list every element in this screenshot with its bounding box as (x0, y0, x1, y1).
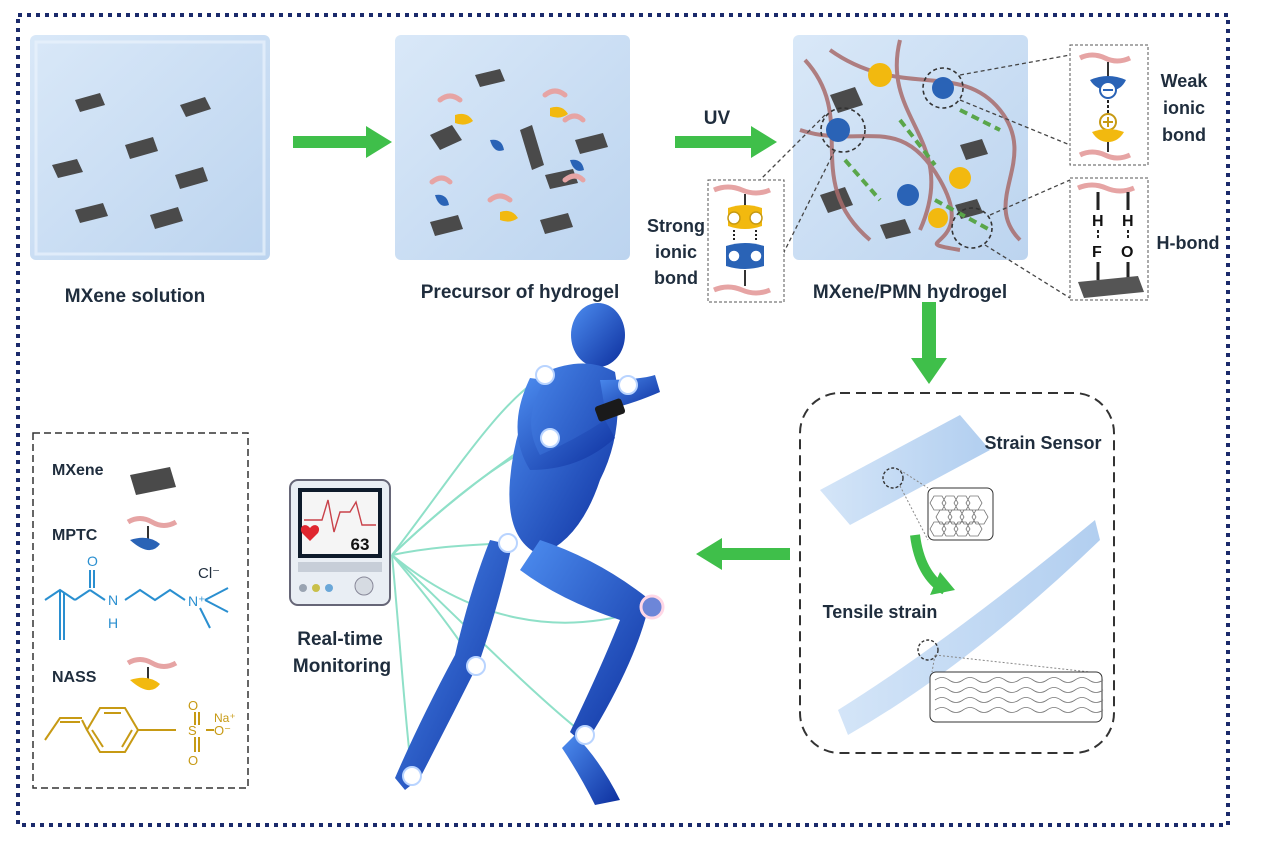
mptc-atom-o: O (87, 553, 98, 569)
nass-atom-o-minus: O⁻ (214, 723, 231, 738)
hydrogel-network-panel (793, 35, 1028, 260)
weak-ionic-line1: Weak (1161, 71, 1209, 91)
heart-rate-readout: 63 (351, 535, 370, 554)
tensile-strain-label: Tensile strain (823, 602, 938, 622)
down-arrow (911, 302, 947, 384)
h-bond-inset (1069, 177, 1149, 301)
legend-mptc-label: MPTC (52, 527, 98, 544)
mptc-atom-n-plus: N⁺ (188, 593, 206, 609)
nass-atom-s: S (188, 723, 197, 738)
step3-label: MXene/PMN hydrogel (813, 282, 1007, 303)
outer-frame (16, 13, 1230, 827)
nass-atom-o-top: O (188, 698, 198, 713)
left-arrow (696, 538, 790, 570)
mesh-small (929, 495, 989, 537)
precursor-panel (395, 35, 630, 260)
monitoring-label-1: Real-time (297, 629, 383, 650)
h-bond-label: H-bond (1157, 233, 1220, 253)
strong-ionic-line1: Strong (647, 216, 705, 236)
process-arrow-1 (293, 126, 392, 158)
strain-sensor-panel (799, 392, 1115, 754)
mxene-solution-panel (30, 35, 270, 260)
step1-label: MXene solution (65, 286, 205, 307)
weak-ionic-line3: bond (1162, 125, 1206, 145)
hbond-atom-f: F (1092, 244, 1102, 261)
nass-counterion: Na⁺ (214, 711, 236, 725)
runner-figure (391, 303, 665, 805)
strong-ionic-line3: bond (654, 268, 698, 288)
step2-label: Precursor of hydrogel (421, 282, 620, 303)
weak-ionic-line2: ionic (1163, 98, 1205, 118)
nass-structure (44, 707, 214, 753)
hbond-atom-o: O (1121, 244, 1133, 261)
strain-sensor-label: Strain Sensor (984, 433, 1101, 453)
monitor-device (289, 479, 391, 606)
mxene-flakes (52, 93, 211, 229)
mesh-large (934, 677, 1104, 713)
legend-nass-label: NASS (52, 669, 97, 686)
nass-atom-o-bottom: O (188, 753, 198, 768)
heart-icon (300, 525, 320, 541)
mptc-counterion: Cl⁻ (198, 565, 220, 582)
strong-ionic-bond-inset (707, 179, 785, 303)
uv-arrow (675, 126, 777, 158)
hbond-atom-h2: H (1122, 213, 1134, 230)
legend-mxene-label: MXene (52, 462, 104, 479)
mptc-atom-h: H (108, 615, 118, 631)
mptc-structure (44, 570, 229, 640)
callout-connectors (759, 54, 1071, 301)
legend-panel (32, 432, 249, 789)
uv-label: UV (704, 108, 731, 129)
weak-ionic-bond-inset (1069, 44, 1149, 166)
strong-ionic-line2: ionic (655, 242, 697, 262)
monitoring-label-2: Monitoring (293, 656, 391, 677)
hbond-atom-h1: H (1092, 213, 1104, 230)
mptc-atom-n: N (108, 592, 118, 608)
